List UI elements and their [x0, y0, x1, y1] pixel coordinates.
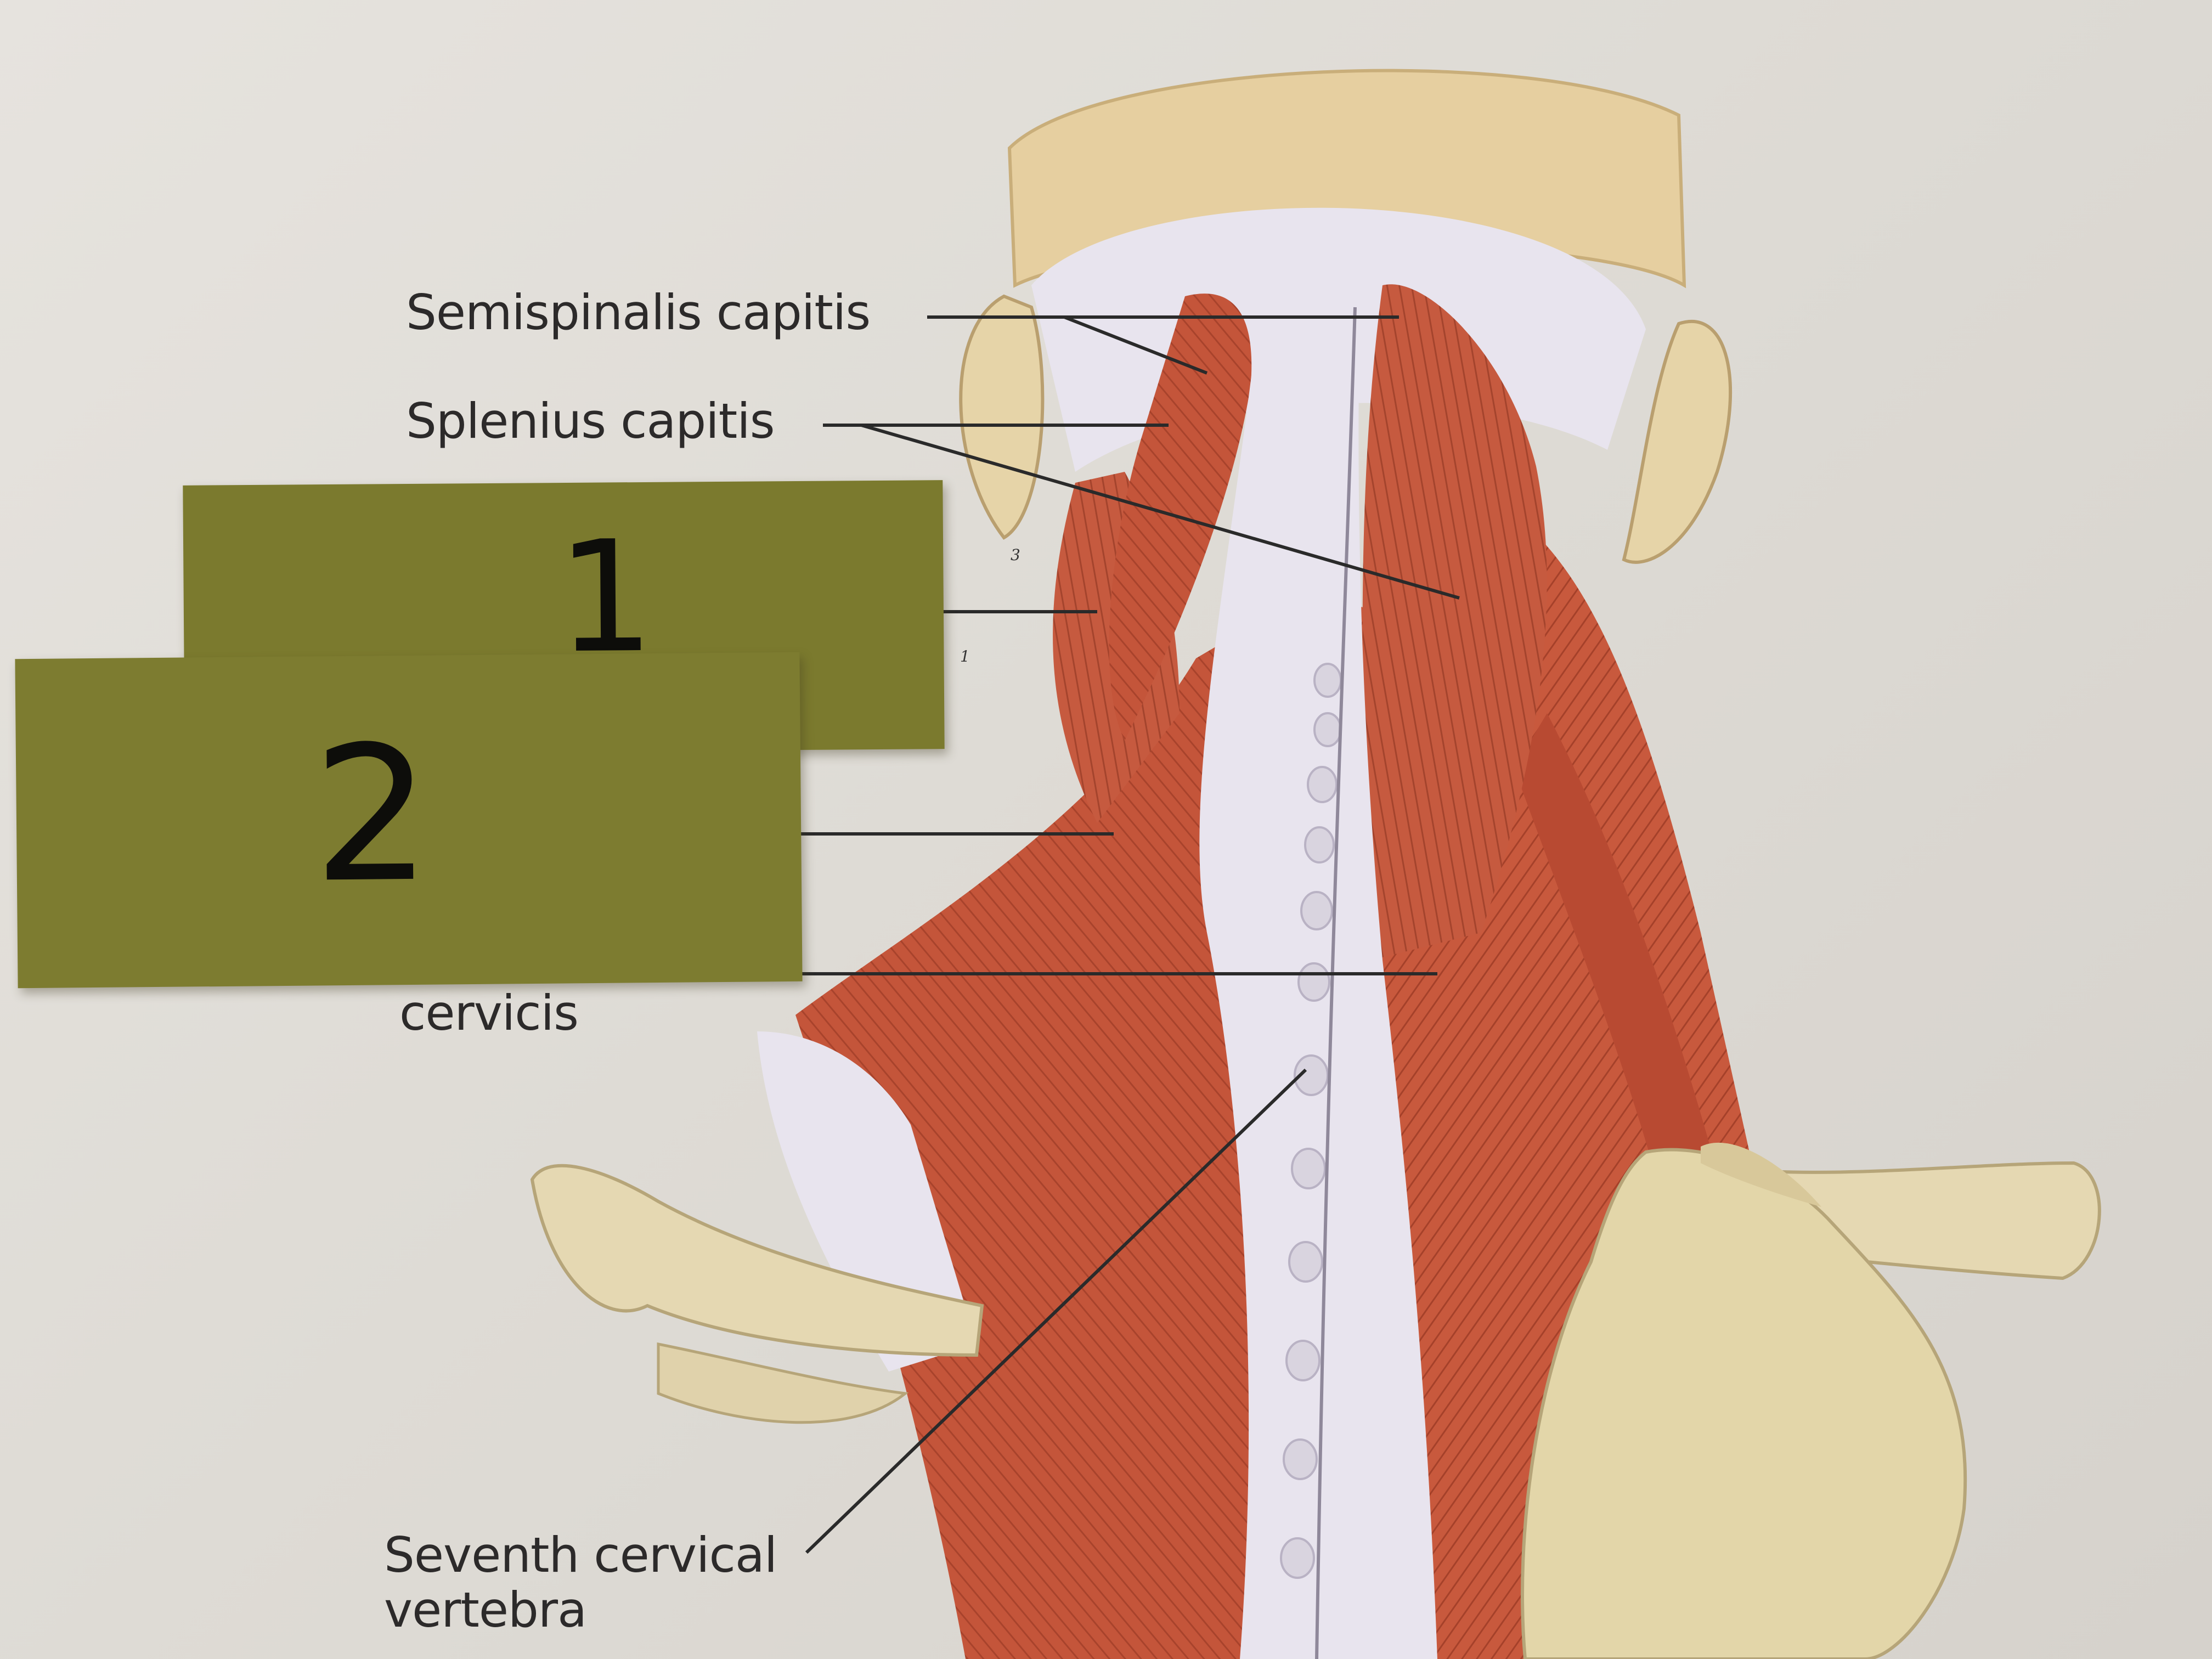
clavicle-left — [530, 1164, 984, 1357]
label-splenius-cervicis: cervicis — [399, 985, 579, 1041]
sticky-note-2-number: 2 — [312, 706, 432, 924]
spine-midline — [1315, 307, 1357, 1659]
ref-mark-1: 1 — [960, 647, 970, 665]
label-vertebra: vertebra — [384, 1582, 587, 1638]
scapula-edge-left — [657, 1342, 909, 1424]
leader-seventh — [805, 1068, 1307, 1554]
acromion-right — [1701, 1142, 1821, 1207]
scapula-right — [1521, 1148, 1967, 1659]
left-ear — [959, 294, 1045, 540]
right-ear — [1622, 319, 1733, 564]
label-splenius-capitis: Splenius capitis — [406, 393, 775, 449]
trapezius-left — [795, 603, 1317, 1659]
levator-right — [1514, 713, 1712, 1180]
ref-mark-3: 3 — [1011, 546, 1020, 564]
label-semispinalis-capitis: Semispinalis capitis — [406, 284, 871, 341]
splenius-capitis-right — [1362, 284, 1547, 960]
sticky-note-2: 2 — [15, 652, 803, 989]
spinous-processes — [1280, 663, 1342, 1579]
leader-splenius-diag — [861, 424, 1460, 600]
leader-semispinalis-diag — [1063, 315, 1208, 375]
shoulder-fascia-left — [757, 1031, 977, 1372]
lateral-bundle-right — [1481, 494, 1756, 1180]
label-seventh-cervical: Seventh cervical — [384, 1527, 777, 1583]
